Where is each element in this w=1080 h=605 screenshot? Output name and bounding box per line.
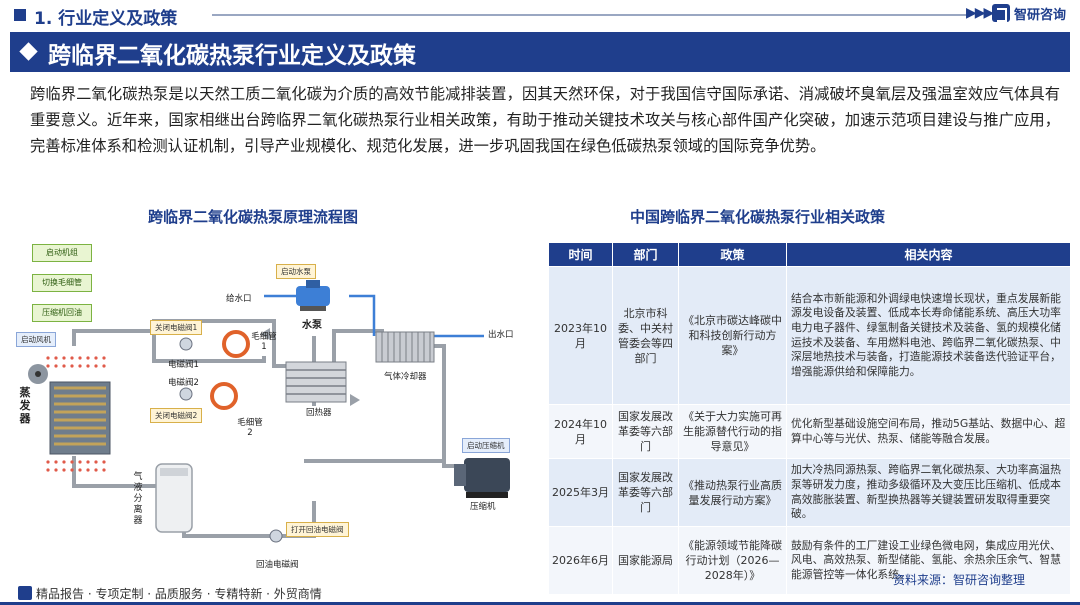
header-time: 时间 <box>548 242 613 267</box>
compressor-label: 压缩机 <box>470 502 496 512</box>
diamond-icon <box>19 42 38 61</box>
table-header-row: 时间 部门 政策 相关内容 <box>548 242 1071 267</box>
cell-time: 2023年10月 <box>548 266 613 405</box>
oil-valve-shape <box>269 529 283 543</box>
header-content: 相关内容 <box>786 242 1071 267</box>
hot-air-dots <box>46 356 106 472</box>
footer-bar <box>0 602 1080 605</box>
evaporator-shape <box>49 381 111 455</box>
close-valve-2-label: 关闭电磁阀2 <box>150 408 203 423</box>
cell-policy: 《北京市碳达峰碳中和科技创新行动方案》 <box>678 266 787 405</box>
diagram-svg <box>28 280 510 543</box>
capillary-2-shape <box>210 382 238 410</box>
section-square-icon <box>14 9 26 21</box>
start-compressor-label: 启动压缩机 <box>462 438 510 453</box>
valve-1-label: 电磁阀1 <box>168 360 199 370</box>
cell-policy: 《推动热泵行业高质量发展行动方案》 <box>678 458 787 527</box>
pump-label: 水泵 <box>302 320 322 331</box>
evaporator-label: 蒸发器 <box>19 386 31 425</box>
valve-2-shape <box>179 387 193 401</box>
cell-policy: 《能源领域节能降碳行动计划（2026—2028年）》 <box>678 526 787 595</box>
step-compressor-oil-return: 压缩机回油 <box>32 304 92 322</box>
divider <box>212 14 970 16</box>
logo-text: 智研咨询 <box>1014 7 1067 23</box>
pump-shape <box>296 280 330 311</box>
footer: 精品报告 · 专项定制 · 品质服务 · 专精特新 · 外贸商情 <box>0 583 1080 605</box>
start-fan-label: 启动风机 <box>16 332 56 347</box>
footer-text: 精品报告 · 专项定制 · 品质服务 · 专精特新 · 外贸商情 <box>36 587 322 601</box>
table-row: 2023年10月 北京市科委、中关村管委会等四部门 《北京市碳达峰碳中和科技创新… <box>548 266 1071 405</box>
cell-dept: 国家发展改革委等六部门 <box>612 404 679 459</box>
header-policy: 政策 <box>678 242 787 267</box>
valve-1-shape <box>179 337 193 351</box>
table-row: 2024年10月 国家发展改革委等六部门 《关于大力实施可再生能源替代行动的指导… <box>548 404 1071 459</box>
flow-arrows <box>260 328 360 406</box>
policy-table: 时间 部门 政策 相关内容 2023年10月 北京市科委、中关村管委会等四部门 … <box>548 242 1071 595</box>
logo-icon <box>992 4 1010 22</box>
gas-cooler-shape <box>375 331 435 363</box>
compressor-shape <box>454 458 510 498</box>
oil-valve-label: 回油电磁阀 <box>256 560 299 570</box>
cell-content: 结合本市新能源和外调绿电快速增长现状，重点发展新能源发电设备及装置、低成本长寿命… <box>786 266 1071 405</box>
source-note: 资料来源：智研咨询整理 <box>893 573 1026 587</box>
arrows-icon: ▶▶▶ <box>966 5 994 21</box>
top-bar: 1. 行业定义及政策 ▶▶▶ 智研咨询 <box>0 0 1080 32</box>
capillary-1-shape <box>222 330 250 358</box>
cell-dept: 北京市科委、中关村管委会等四部门 <box>612 266 679 405</box>
logo: 智研咨询 <box>992 3 1066 23</box>
cell-content: 优化新型基础设施空间布局，推动5G基站、数据中心、超算中心等与光伏、热泵、储能等… <box>786 404 1071 459</box>
valve-2-label: 电磁阀2 <box>168 378 199 388</box>
table-row: 2026年6月 国家能源局 《能源领域节能降碳行动计划（2026—2028年）》… <box>548 526 1071 595</box>
cell-content: 鼓励有条件的工厂建设工业绿色微电网，集成应用光伏、风电、高效热泵、新型储能、氢能… <box>786 526 1071 595</box>
cell-policy: 《关于大力实施可再生能源替代行动的指导意见》 <box>678 404 787 459</box>
table-row: 2025年3月 国家发展改革委等六部门 《推动热泵行业高质量发展行动方案》 加大… <box>548 458 1071 527</box>
report-icon <box>18 586 32 600</box>
step-switch-capillary: 切换毛细管 <box>32 274 92 292</box>
cell-time: 2026年6月 <box>548 526 613 595</box>
close-valve-1-label: 关闭电磁阀1 <box>150 320 203 335</box>
water-outlet-label: 出水口 <box>488 330 514 340</box>
heat-pump-diagram: 启动机组 切换毛细管 压缩机回油 启动风机 蒸发器 关闭电磁阀1 电磁阀1 电磁… <box>14 236 534 588</box>
regenerator-label: 回热器 <box>306 408 332 418</box>
diagram-title: 跨临界二氧化碳热泵原理流程图 <box>148 208 359 226</box>
header-dept: 部门 <box>612 242 679 267</box>
regenerator-shape <box>285 361 347 403</box>
cell-dept: 国家发展改革委等六部门 <box>612 458 679 527</box>
cell-dept: 国家能源局 <box>612 526 679 595</box>
capillary-2-label: 毛细管2 <box>237 418 263 438</box>
cell-content: 加大冷热同源热泵、跨临界二氧化碳热泵、大功率高温热泵等研发力度，推动多级循环及大… <box>786 458 1071 527</box>
intro-paragraph: 跨临界二氧化碳热泵是以天然工质二氧化碳为介质的高效节能减排装置，因其天然环保，对… <box>30 85 1060 155</box>
policy-title: 中国跨临界二氧化碳热泵行业相关政策 <box>630 208 886 226</box>
start-pump-label: 启动水泵 <box>276 264 316 279</box>
water-lines <box>264 294 484 338</box>
capillary-1-label: 毛细管1 <box>251 332 277 352</box>
section-heading: 1. 行业定义及政策 <box>34 9 178 29</box>
open-oil-valve-label: 打开回油电磁阀 <box>286 522 349 537</box>
cell-time: 2024年10月 <box>548 404 613 459</box>
water-inlet-label: 给水口 <box>226 294 252 304</box>
separator-label: 气液分离器 <box>133 472 143 526</box>
gas-cooler-label: 气体冷却器 <box>384 372 427 382</box>
title-bar: 跨临界二氧化碳热泵行业定义及政策 <box>10 32 1070 72</box>
separator-shape <box>155 463 193 533</box>
cell-time: 2025年3月 <box>548 458 613 527</box>
step-start-unit: 启动机组 <box>32 244 92 262</box>
page-title: 跨临界二氧化碳热泵行业定义及政策 <box>48 43 416 69</box>
fan-icon <box>28 364 48 384</box>
